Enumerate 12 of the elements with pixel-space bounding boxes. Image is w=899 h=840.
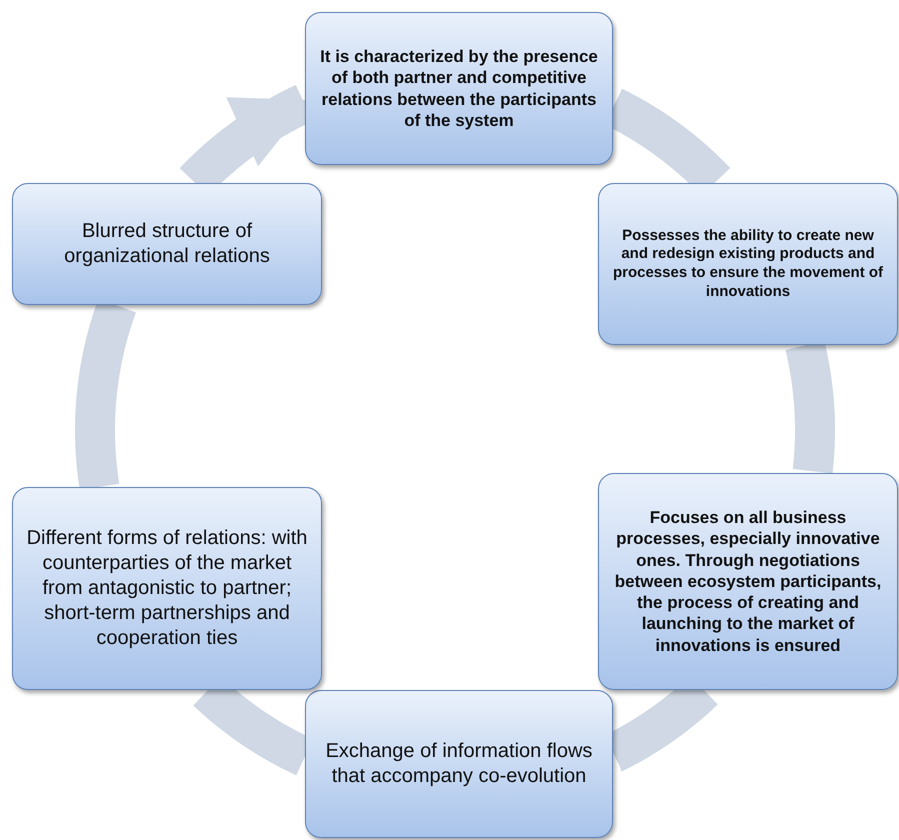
- box-text: Exchange of information flows that accompany co-evolution: [324, 739, 594, 789]
- box-text: Possesses the ability to create new and redesign existing products and processes to ensure the movement of innovations: [612, 226, 884, 302]
- process-box: [12, 487, 322, 690]
- process-box: [598, 183, 898, 345]
- process-box: [12, 183, 322, 305]
- process-box: [598, 473, 898, 690]
- box-text: It is characterized by the presence of both partner and competitive relations between the participants of the system: [319, 46, 599, 131]
- box-text: Focuses on all business processes, especially innovative ones. Through negotiations between ecosystem participants, the process of creating and launching to the market of innovations is ensured: [614, 507, 882, 656]
- box-text: Different forms of relations: with counterparties of the market from antagonistic to partner; short-term partnerships and cooperation ties: [26, 526, 308, 651]
- process-box: [305, 12, 613, 165]
- process-box: [305, 690, 613, 838]
- box-text: Blurred structure of organizational relations: [63, 219, 271, 269]
